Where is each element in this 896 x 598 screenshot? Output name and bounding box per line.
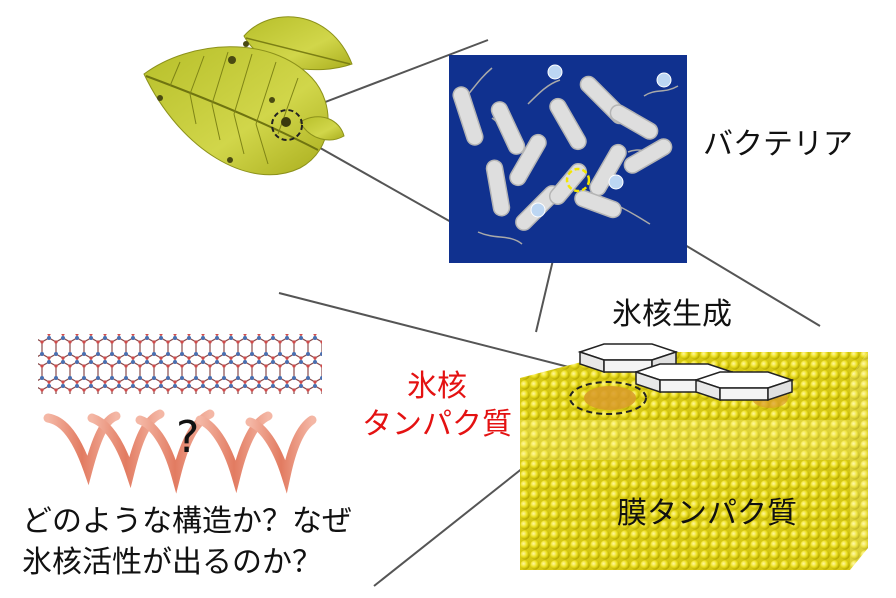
bacteria-label: バクテリア: [703, 127, 853, 162]
ice-nucleation-protein-line1: 氷核: [407, 369, 467, 404]
protein-ribbon-icon: [43, 409, 317, 494]
protein-zoom-circle: [569, 381, 647, 415]
membrane-protein-label: 膜タンパク質: [617, 496, 797, 531]
question-text: どのような構造か？なぜ 氷核活性が出るのか？: [22, 502, 352, 583]
question-mark-icon: ?: [176, 412, 200, 463]
bacterium-icon: [452, 75, 673, 231]
ice-nucleation-protein-line2: タンパク質: [362, 406, 512, 442]
bacteria-panel: [449, 55, 687, 263]
question-line2: 氷核活性が出るのか？: [22, 544, 322, 580]
question-line1: どのような構造か？なぜ: [22, 504, 352, 539]
leaf-zoom-circle: [271, 109, 303, 141]
bacterium-zoom-circle: [565, 167, 591, 193]
connector-leaf-to-panel-top: [298, 39, 489, 113]
leaf-icon: [143, 16, 353, 176]
ice-lattice: [38, 334, 322, 394]
membrane-lipid-tails: [520, 469, 850, 521]
ice-nucleation-protein-label: 氷核 タンパク質: [362, 368, 512, 443]
hexagon-icon: [577, 343, 795, 402]
ice-crystal-icon: [530, 64, 672, 218]
connector-protein-to-structure: [278, 292, 597, 375]
ice-nucleation-label: 氷核生成: [612, 297, 732, 332]
